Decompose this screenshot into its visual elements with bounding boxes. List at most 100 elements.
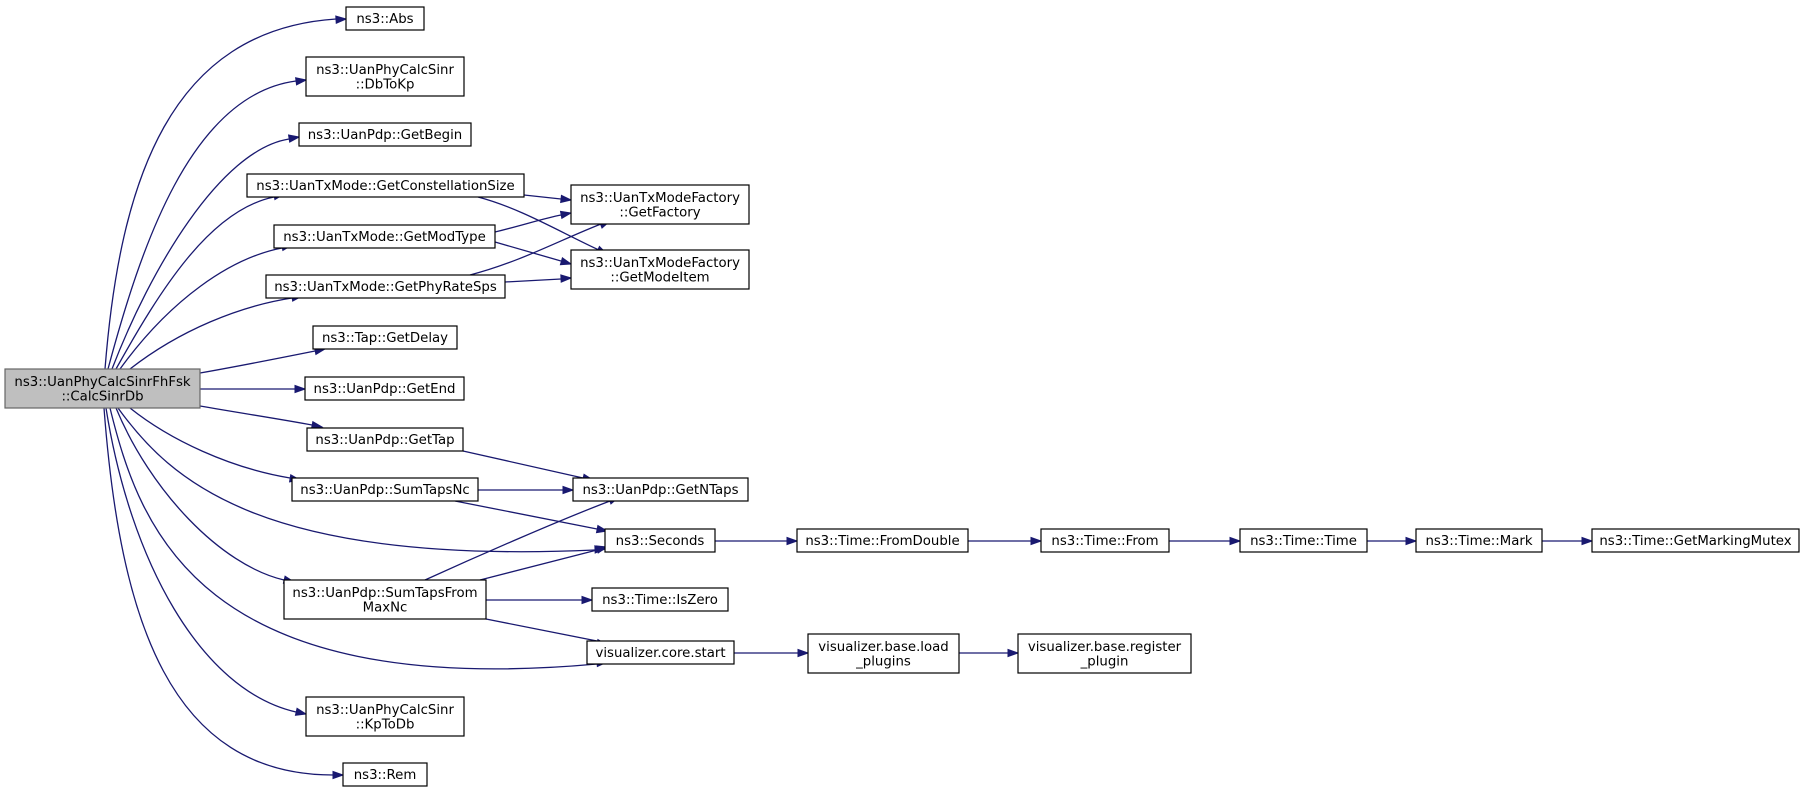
node-label: ns3::UanPdp::GetNTaps: [582, 483, 738, 498]
node-box: [246, 173, 525, 198]
node-from[interactable]: ns3::Time::From: [1040, 528, 1170, 553]
node-box: [796, 528, 969, 553]
node-label: ns3::Time::Mark: [1425, 534, 1532, 549]
edge-seconds-to-fromdouble: [715, 536, 799, 546]
node-box: [591, 587, 729, 612]
arrowhead-icon: [335, 15, 348, 24]
node-fromdouble[interactable]: ns3::Time::FromDouble: [796, 528, 969, 553]
node-label: visualizer.core.start: [595, 646, 725, 661]
node-getbegin[interactable]: ns3::UanPdp::GetBegin: [298, 122, 472, 147]
edge-fromdouble-to-from: [968, 536, 1043, 546]
node-label: ns3::Time::IsZero: [602, 593, 718, 608]
node-label: ns3::UanPdp::GetEnd: [314, 382, 456, 397]
edge-line: [462, 450, 584, 479]
node-label: _plugin: [1080, 654, 1129, 669]
edge-line: [104, 18, 337, 370]
node-getmarkingmutex[interactable]: ns3::Time::GetMarkingMutex: [1591, 528, 1800, 553]
node-box: [342, 762, 428, 787]
arrowhead-icon: [294, 384, 307, 394]
node-label: ns3::UanPdp::SumTapsFrom: [292, 586, 477, 601]
edge-root-to-sumtapsfrommax: [115, 407, 296, 584]
node-getend[interactable]: ns3::UanPdp::GetEnd: [304, 376, 465, 401]
edge-root-to-dbtokp: [107, 77, 308, 370]
edge-getphyrate-to-getmodeitem: [504, 274, 573, 283]
arrowhead-icon: [559, 210, 573, 220]
node-box: [586, 640, 735, 665]
arrowhead-icon: [797, 648, 810, 658]
edge-sumtapsfrommax-to-iszero: [486, 595, 594, 605]
arrowhead-icon: [332, 770, 345, 780]
node-label: ::GetFactory: [619, 205, 700, 220]
node-rem[interactable]: ns3::Rem: [342, 762, 428, 787]
node-label: ns3::UanPhyCalcSinr: [316, 63, 454, 78]
node-box: [291, 477, 479, 502]
node-gettap[interactable]: ns3::UanPdp::GetTap: [306, 427, 464, 452]
node-box: [273, 224, 496, 249]
edge-line: [485, 618, 598, 642]
arrowhead-icon: [1229, 536, 1242, 546]
node-abs[interactable]: ns3::Abs: [345, 6, 425, 31]
node-kptodb[interactable]: ns3::UanPhyCalcSinr::KpToDb: [305, 696, 465, 737]
node-iszero[interactable]: ns3::Time::IsZero: [591, 587, 729, 612]
node-seconds[interactable]: ns3::Seconds: [604, 528, 716, 553]
edge-getmodtype-to-getfactory: [494, 210, 573, 233]
edge-mark-to-getmarkingmutex: [1542, 536, 1594, 546]
node-root: ns3::UanPhyCalcSinrFhFsk::CalcSinrDb: [4, 368, 201, 409]
node-time[interactable]: ns3::Time::Time: [1239, 528, 1368, 553]
edge-root-to-kptodb: [105, 407, 308, 716]
edge-gettap-to-getntaps: [462, 450, 595, 482]
node-corestart[interactable]: visualizer.core.start: [586, 640, 735, 665]
node-label: ns3::UanPdp::GetTap: [315, 433, 454, 448]
arrowhead-icon: [1007, 648, 1020, 658]
edge-line: [105, 407, 297, 713]
edge-line: [523, 194, 562, 200]
edge-line: [107, 80, 297, 370]
edge-line: [454, 500, 598, 530]
node-box: [4, 368, 201, 409]
edge-line: [109, 407, 598, 670]
node-box: [1415, 528, 1543, 553]
node-getntaps[interactable]: ns3::UanPdp::GetNTaps: [572, 477, 749, 502]
node-loadplugins[interactable]: visualizer.base.load_plugins: [807, 633, 960, 674]
edge-root-to-getbegin: [111, 134, 301, 370]
node-getdelay[interactable]: ns3::Tap::GetDelay: [312, 325, 458, 350]
node-label: ns3::Time::FromDouble: [805, 534, 959, 549]
node-box: [807, 633, 960, 674]
arrowhead-icon: [1405, 536, 1418, 546]
edge-root-to-getmodtype: [119, 242, 294, 370]
edge-loadplugins-to-registerplugin: [959, 648, 1020, 658]
node-box: [572, 477, 749, 502]
node-label: ns3::Abs: [356, 12, 413, 27]
edge-line: [494, 214, 562, 233]
node-getconst[interactable]: ns3::UanTxMode::GetConstellationSize: [246, 173, 525, 198]
node-getmodtype[interactable]: ns3::UanTxMode::GetModType: [273, 224, 496, 249]
node-label: visualizer.base.load: [818, 640, 948, 655]
node-label: ::CalcSinrDb: [61, 389, 143, 404]
node-label: ns3::Seconds: [616, 534, 705, 549]
edge-line: [479, 549, 598, 581]
node-label: ns3::Time::Time: [1250, 534, 1357, 549]
node-getfactory[interactable]: ns3::UanTxModeFactory::GetFactory: [570, 184, 750, 225]
node-label: visualizer.base.register: [1028, 640, 1182, 655]
edge-root-to-getend: [200, 384, 307, 394]
node-sumtapsnc[interactable]: ns3::UanPdp::SumTapsNc: [291, 477, 479, 502]
node-mark[interactable]: ns3::Time::Mark: [1415, 528, 1543, 553]
node-getmodeitem[interactable]: ns3::UanTxModeFactory::GetModeItem: [570, 249, 750, 290]
node-box: [306, 427, 464, 452]
edge-getconst-to-getfactory: [523, 194, 573, 204]
arrowhead-icon: [287, 134, 301, 143]
node-label: _plugins: [855, 654, 911, 669]
arrowhead-icon: [1581, 536, 1594, 546]
node-box: [345, 6, 425, 31]
node-box: [298, 122, 472, 147]
node-getphyrate[interactable]: ns3::UanTxMode::GetPhyRateSps: [265, 274, 506, 299]
node-dbtokp[interactable]: ns3::UanPhyCalcSinr::DbToKp: [305, 56, 465, 97]
edge-line: [129, 297, 293, 370]
edge-time-to-mark: [1367, 536, 1418, 546]
edge-root-to-abs: [104, 15, 348, 370]
arrowhead-icon: [1030, 536, 1043, 546]
node-label: ns3::UanTxModeFactory: [580, 191, 740, 206]
node-registerplugin[interactable]: visualizer.base.register_plugin: [1017, 633, 1192, 674]
